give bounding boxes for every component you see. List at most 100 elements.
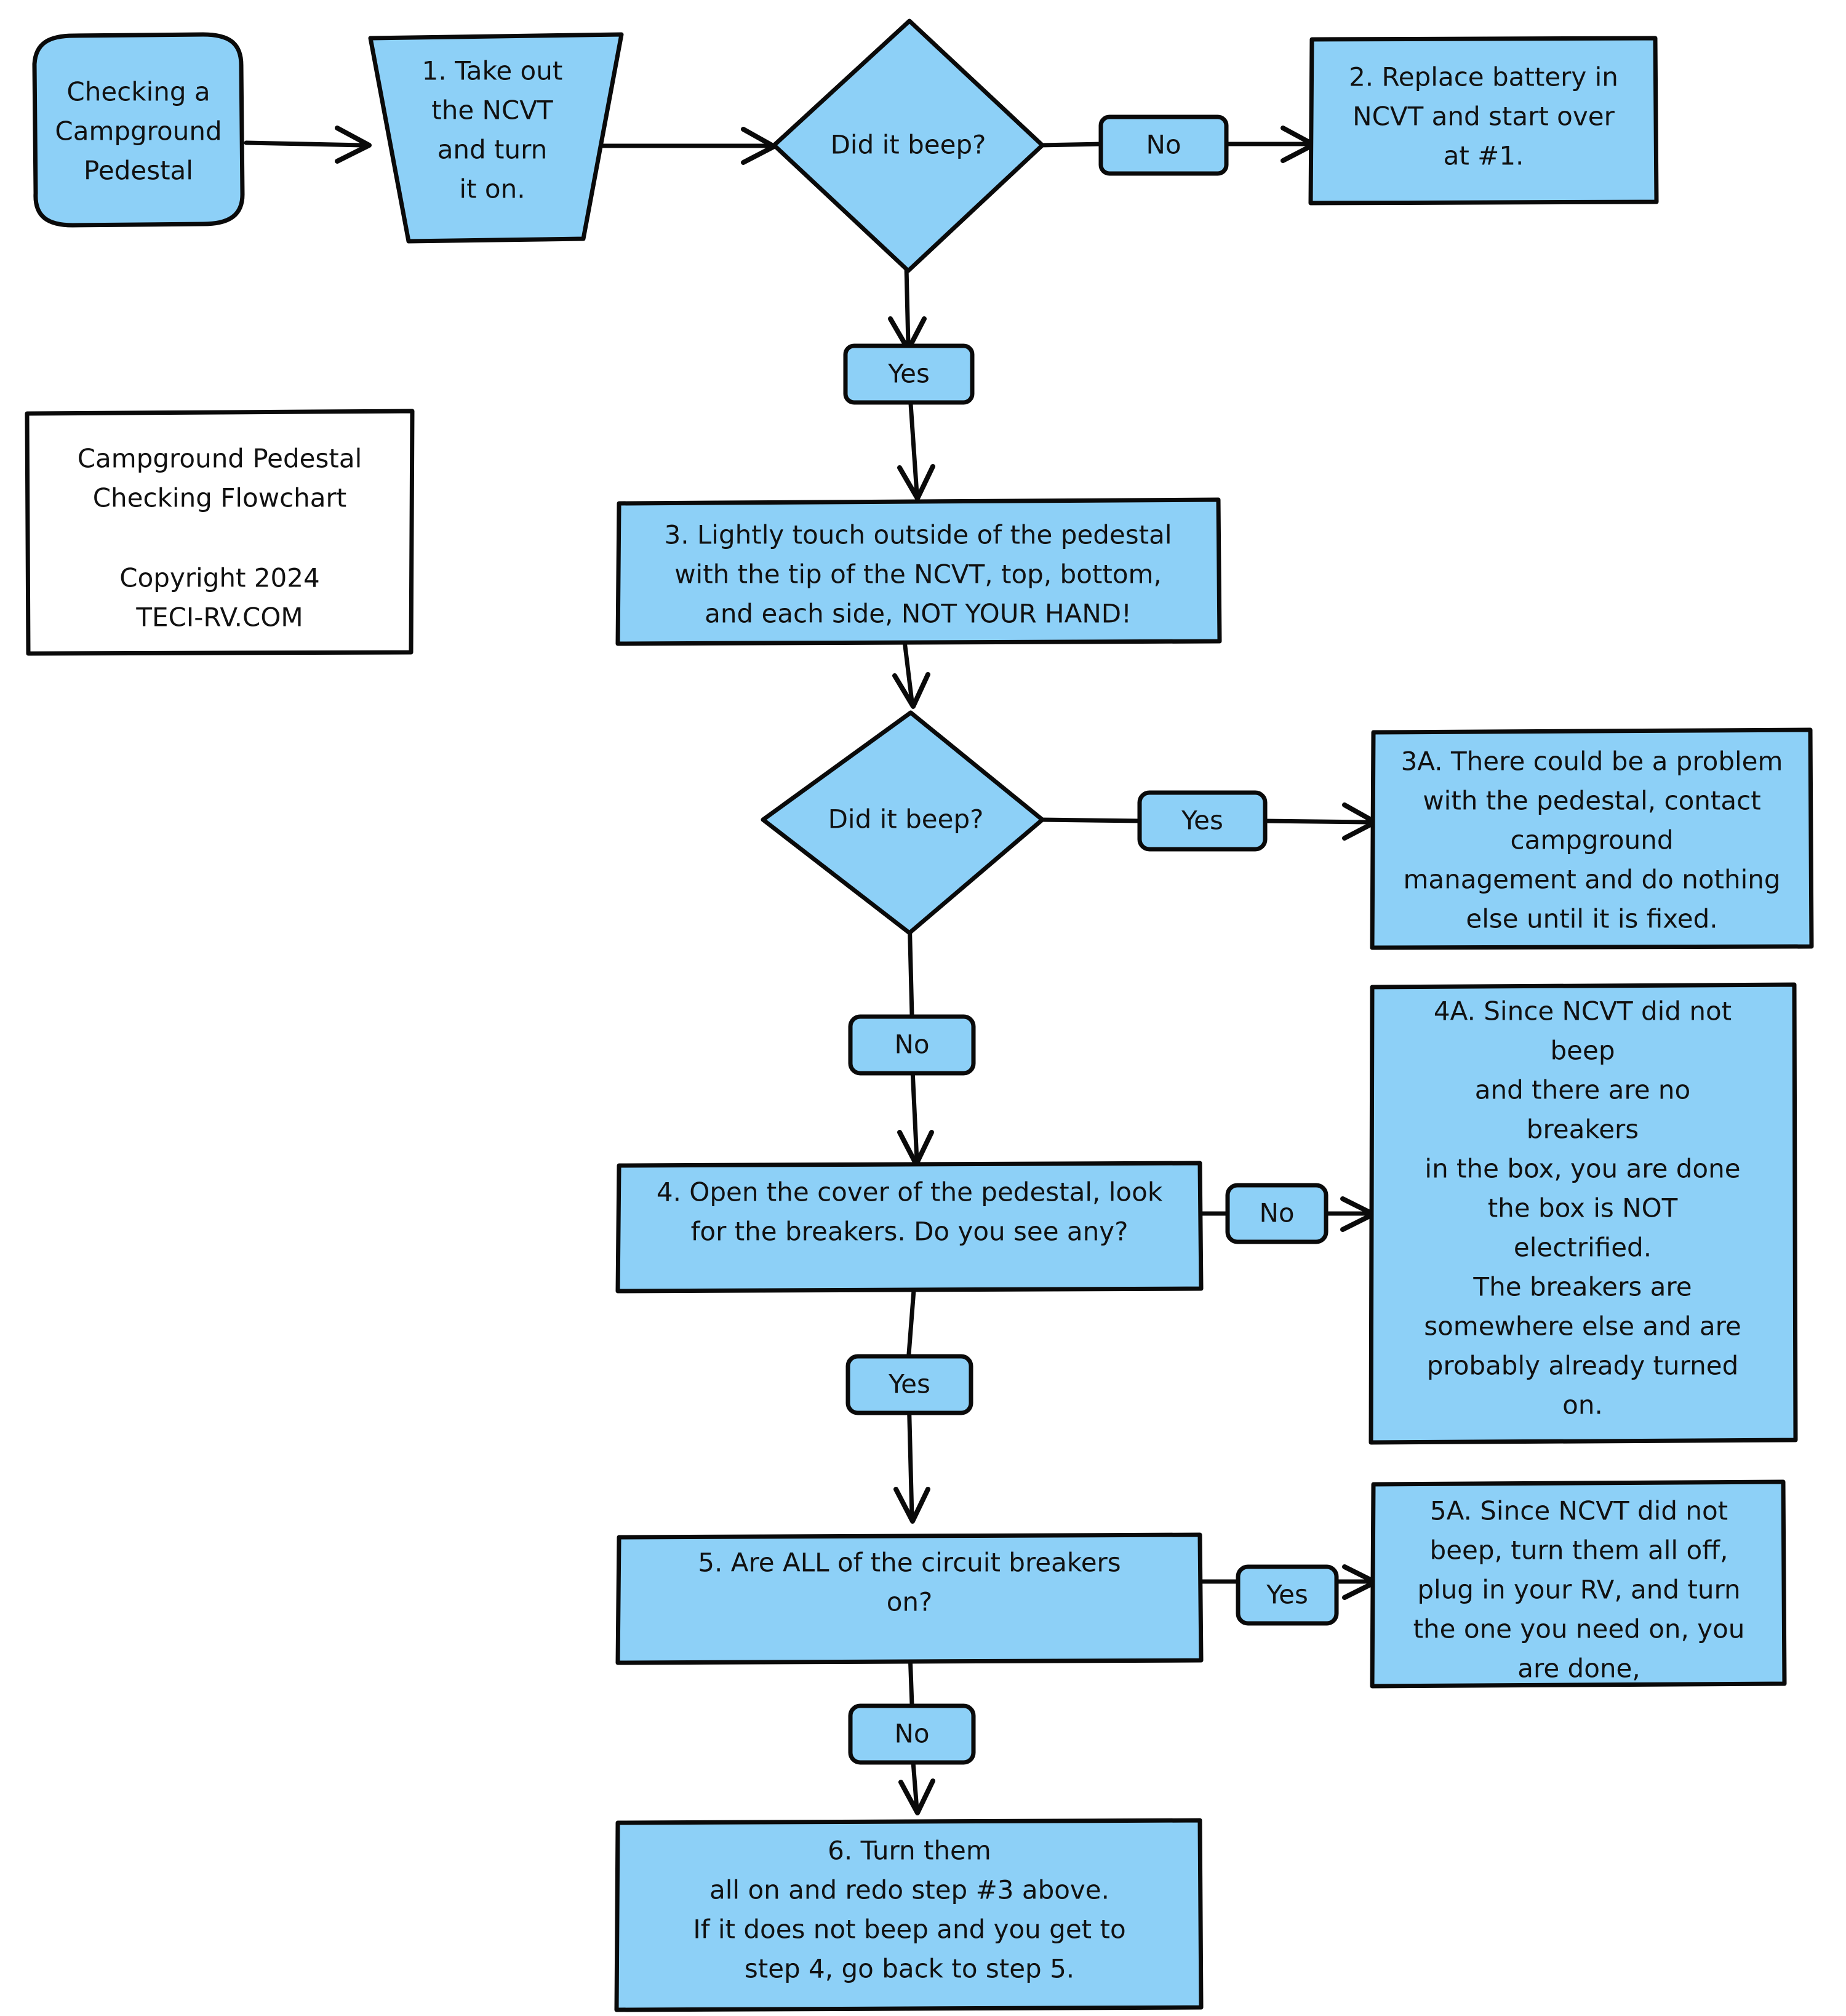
connector-decision1-to-no xyxy=(1037,142,1104,148)
step5a-line-3: plug in your RV, and turn xyxy=(1417,1575,1740,1605)
start-line-3: Pedestal xyxy=(84,156,193,186)
step4a-line-6: the box is NOT xyxy=(1488,1193,1678,1223)
step6-shape xyxy=(614,1818,1204,2012)
start-line-2: Campground xyxy=(55,116,222,146)
step3-shape xyxy=(615,497,1222,646)
s5-yes-shape xyxy=(1236,1564,1339,1626)
step3a-line-1: 3A. There could be a problem xyxy=(1401,746,1783,777)
step1-line-2: the NCVT xyxy=(431,95,553,126)
arrowhead-no-to-step6 xyxy=(898,1778,935,1815)
legend-line-5: TECI-RV.COM xyxy=(135,602,303,633)
step6-line-3: If it does not beep and you get to xyxy=(693,1914,1125,1945)
node-step4[interactable]: 4. Open the cover of the pedestal, look … xyxy=(615,1161,1204,1294)
s4-yes-label: Yes xyxy=(888,1369,930,1399)
step2-line-2: NCVT and start over xyxy=(1353,102,1615,132)
d2-no-shape xyxy=(848,1014,976,1076)
s4-yes-shape xyxy=(845,1354,973,1415)
connector-label-s5-no[interactable]: No xyxy=(848,1703,976,1765)
legend-line-2: Checking Flowchart xyxy=(93,483,347,513)
step4a-line-3: and there are no xyxy=(1475,1075,1690,1105)
legend-box: Campground Pedestal Checking Flowchart C… xyxy=(25,409,415,656)
node-decision2[interactable]: Did it beep? xyxy=(761,710,1045,935)
d1-yes-shape xyxy=(843,343,975,405)
step3-line-3: and each side, NOT YOUR HAND! xyxy=(705,599,1132,629)
arrowhead-start-to-step1 xyxy=(335,126,372,164)
node-step5a[interactable]: 5A. Since NCVT did not beep, turn them a… xyxy=(1370,1479,1787,1689)
step4a-shape xyxy=(1369,982,1798,1445)
node-step3a[interactable]: 3A. There could be a problem with the pe… xyxy=(1370,727,1814,950)
node-decision1[interactable]: Did it beep? xyxy=(772,18,1045,273)
step5a-line-5: are done, xyxy=(1517,1654,1640,1684)
step3a-line-3: campground xyxy=(1510,825,1673,855)
node-start[interactable]: Checking a Campground Pedestal xyxy=(32,32,245,228)
step4a-line-9: somewhere else and are xyxy=(1424,1311,1741,1342)
step4-line-2: for the breakers. Do you see any? xyxy=(691,1217,1129,1247)
connector-label-d1-no[interactable]: No xyxy=(1098,114,1229,176)
step5a-line-4: the one you need on, you xyxy=(1413,1614,1745,1644)
step5-line-2: on? xyxy=(887,1587,933,1617)
step1-line-4: it on. xyxy=(459,174,525,204)
step3a-shape xyxy=(1370,727,1814,950)
legend-box-outline xyxy=(25,409,415,656)
legend-line-4: Copyright 2024 xyxy=(119,563,319,593)
step4a-line-4: breakers xyxy=(1527,1114,1639,1145)
step4a-line-8: The breakers are xyxy=(1472,1272,1692,1302)
s5-no-shape xyxy=(848,1703,976,1765)
step4a-line-1: 4A. Since NCVT did not xyxy=(1434,996,1732,1026)
connector-layer xyxy=(244,126,1378,1815)
s5-no-label: No xyxy=(894,1719,929,1749)
connector-label-s4-no[interactable]: No xyxy=(1225,1183,1329,1244)
legend-line-1: Campground Pedestal xyxy=(78,444,362,474)
step1-line-1: 1. Take out xyxy=(422,56,563,86)
s5-yes-label: Yes xyxy=(1266,1580,1308,1610)
node-step3[interactable]: 3. Lightly touch outside of the pedestal… xyxy=(615,497,1222,646)
step5a-line-2: beep, turn them all off, xyxy=(1430,1535,1728,1566)
connector-label-s4-yes[interactable]: Yes xyxy=(845,1354,973,1415)
connector-label-d2-yes[interactable]: Yes xyxy=(1137,790,1268,852)
connector-yes-to-step5 xyxy=(906,1393,914,1519)
step6-line-2: all on and redo step #3 above. xyxy=(709,1875,1109,1905)
step4a-line-2: beep xyxy=(1551,1036,1615,1066)
d1-yes-label: Yes xyxy=(887,359,930,389)
step4-line-1: 4. Open the cover of the pedestal, look xyxy=(657,1177,1163,1207)
d2-yes-label: Yes xyxy=(1181,806,1223,836)
step1-shape xyxy=(368,32,624,244)
step4a-line-7: electrified. xyxy=(1514,1233,1652,1263)
step2-line-3: at #1. xyxy=(1444,141,1524,171)
d1-no-label: No xyxy=(1146,130,1181,160)
d1-no-shape xyxy=(1098,114,1229,176)
node-step1[interactable]: 1. Take out the NCVT and turn it on. xyxy=(368,32,624,244)
connector-start-to-step1 xyxy=(244,140,366,148)
step3a-line-5: else until it is fixed. xyxy=(1466,904,1717,934)
step4-shape xyxy=(615,1161,1204,1294)
connector-label-s5-yes[interactable]: Yes xyxy=(1236,1564,1339,1626)
connector-yes-to-step3a xyxy=(1261,818,1372,825)
step6-line-4: step 4, go back to step 5. xyxy=(745,1954,1074,1984)
node-step6[interactable]: 6. Turn them all on and redo step #3 abo… xyxy=(614,1818,1204,2012)
step5a-shape xyxy=(1370,1479,1787,1689)
start-line-1: Checking a xyxy=(66,77,210,107)
arrowhead-yes-to-step5 xyxy=(893,1487,930,1524)
node-step4a[interactable]: 4A. Since NCVT did not beep and there ar… xyxy=(1369,982,1798,1445)
decision2-shape xyxy=(761,710,1045,935)
start-shape xyxy=(32,32,245,228)
step3a-line-4: management and do nothing xyxy=(1403,865,1780,895)
step4a-line-11: on. xyxy=(1562,1390,1603,1420)
s4-no-label: No xyxy=(1259,1198,1294,1228)
connector-label-d1-yes[interactable]: Yes xyxy=(843,343,975,405)
step1-line-3: and turn xyxy=(438,135,548,165)
connector-label-d2-no[interactable]: No xyxy=(848,1014,976,1076)
step5-line-1: 5. Are ALL of the circuit breakers xyxy=(698,1548,1121,1578)
s4-no-shape xyxy=(1225,1183,1329,1244)
node-step2[interactable]: 2. Replace battery in NCVT and start ove… xyxy=(1308,36,1659,206)
step6-line-1: 6. Turn them xyxy=(828,1836,991,1866)
step2-line-1: 2. Replace battery in xyxy=(1349,62,1618,92)
step5a-line-1: 5A. Since NCVT did not xyxy=(1430,1496,1728,1526)
node-step5[interactable]: 5. Are ALL of the circuit breakers on? xyxy=(615,1532,1204,1665)
decision1-shape xyxy=(772,18,1045,273)
step4a-line-5: in the box, you are done xyxy=(1424,1154,1740,1184)
d2-no-label: No xyxy=(894,1030,929,1060)
step4a-line-10: probably already turned xyxy=(1427,1351,1739,1381)
